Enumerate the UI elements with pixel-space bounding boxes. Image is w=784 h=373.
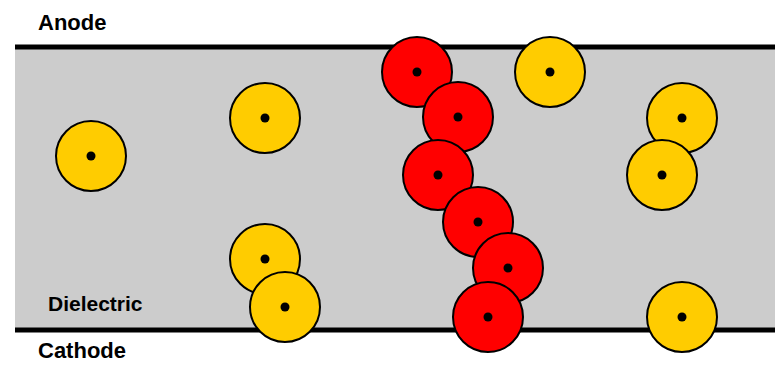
particle-core — [454, 113, 463, 122]
particle-body — [627, 140, 697, 210]
particles — [56, 37, 717, 352]
filler-particle — [230, 83, 300, 153]
particle-core — [546, 68, 555, 77]
particle-body — [515, 37, 585, 107]
particle-core — [484, 313, 493, 322]
particle-body — [647, 282, 717, 352]
particle-core — [413, 68, 422, 77]
particle-core — [281, 303, 290, 312]
particle-core — [261, 114, 270, 123]
filler-particle — [250, 272, 320, 342]
particle-core — [658, 171, 667, 180]
particle-core — [434, 171, 443, 180]
filler-particle — [627, 140, 697, 210]
dielectric-band: Dielectric — [15, 49, 775, 328]
particle-core — [474, 218, 483, 227]
particle-body — [250, 272, 320, 342]
conductive-particle — [453, 282, 523, 352]
particle-body — [230, 83, 300, 153]
particle-core — [504, 264, 513, 273]
particle-core — [678, 313, 687, 322]
particle-core — [87, 152, 96, 161]
region-label: Dielectric — [48, 293, 143, 314]
filler-particle — [515, 37, 585, 107]
particle-core — [678, 114, 687, 123]
electrode-label: Anode — [38, 12, 106, 34]
filler-particle — [56, 121, 126, 191]
electrode-label: Cathode — [38, 340, 126, 362]
filler-particle — [647, 282, 717, 352]
particle-core — [261, 255, 270, 264]
particle-body — [56, 121, 126, 191]
particle-body — [453, 282, 523, 352]
